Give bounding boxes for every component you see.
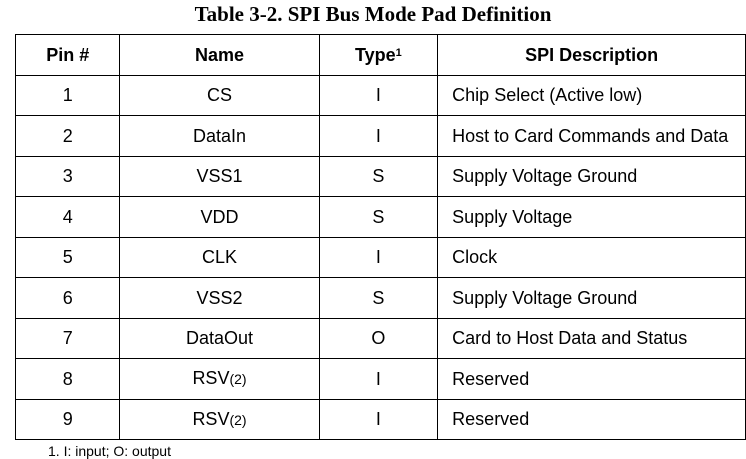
header-type-footnote-mark: 1 xyxy=(395,46,402,59)
cell-description: Card to Host Data and Status xyxy=(437,317,746,359)
cell-description: Supply Voltage xyxy=(437,196,746,238)
cell-type: O xyxy=(318,317,439,359)
cell-name: VSS1 xyxy=(119,155,320,197)
cell-pin: 1 xyxy=(14,74,121,116)
cell-name-text: DataOut xyxy=(185,328,254,349)
header-name: Name xyxy=(119,34,320,76)
cell-description: Clock xyxy=(437,236,746,278)
cell-pin: 6 xyxy=(14,277,121,319)
cell-description: Reserved xyxy=(437,398,746,440)
cell-name-text: VSS2 xyxy=(196,287,243,308)
cell-description: Supply Voltage Ground xyxy=(437,277,746,319)
cell-name-text: VSS1 xyxy=(196,166,243,187)
cell-name-note: (2) xyxy=(229,371,247,388)
cell-name-note: (2) xyxy=(229,411,247,428)
cell-type: I xyxy=(318,236,439,278)
table-title: Table 3-2. SPI Bus Mode Pad Definition xyxy=(194,2,552,26)
cell-type: I xyxy=(318,358,439,400)
footnote: 1. I: input; O: output xyxy=(48,443,171,459)
cell-type: S xyxy=(318,277,439,319)
cell-name-text: VDD xyxy=(200,206,239,227)
cell-description: Supply Voltage Ground xyxy=(437,155,746,197)
cell-name: CLK xyxy=(119,236,320,278)
cell-description: Host to Card Commands and Data xyxy=(437,115,746,157)
cell-name-text: RSV xyxy=(192,408,230,429)
cell-type: I xyxy=(318,398,439,440)
header-type-label: Type xyxy=(354,44,396,65)
cell-pin: 7 xyxy=(14,317,121,359)
cell-name-text: CLK xyxy=(202,247,238,268)
header-row: Pin # Name Type1 SPI Description xyxy=(14,34,746,76)
cell-pin: 3 xyxy=(14,155,121,197)
cell-type: S xyxy=(318,155,439,197)
cell-name-text: DataIn xyxy=(192,125,247,146)
cell-name: VSS2 xyxy=(119,277,320,319)
cell-type: I xyxy=(318,74,439,116)
cell-name: CS xyxy=(119,74,320,116)
cell-name: RSV(2) xyxy=(119,398,320,440)
cell-name: DataOut xyxy=(119,317,320,359)
cell-name-text: RSV xyxy=(192,368,230,389)
cell-name: VDD xyxy=(119,196,320,238)
cell-description: Chip Select (Active low) xyxy=(437,74,746,116)
header-description: SPI Description xyxy=(437,34,746,76)
cell-type: I xyxy=(318,115,439,157)
cell-description: Reserved xyxy=(437,358,746,400)
cell-pin: 2 xyxy=(14,115,121,157)
cell-type: S xyxy=(318,196,439,238)
cell-pin: 8 xyxy=(14,358,121,400)
header-type: Type1 xyxy=(318,34,439,76)
cell-pin: 4 xyxy=(14,196,121,238)
cell-pin: 5 xyxy=(14,236,121,278)
cell-name: DataIn xyxy=(119,115,320,157)
cell-name: RSV(2) xyxy=(119,358,320,400)
header-pin: Pin # xyxy=(14,34,121,76)
cell-pin: 9 xyxy=(14,398,121,440)
cell-name-text: CS xyxy=(207,85,233,106)
